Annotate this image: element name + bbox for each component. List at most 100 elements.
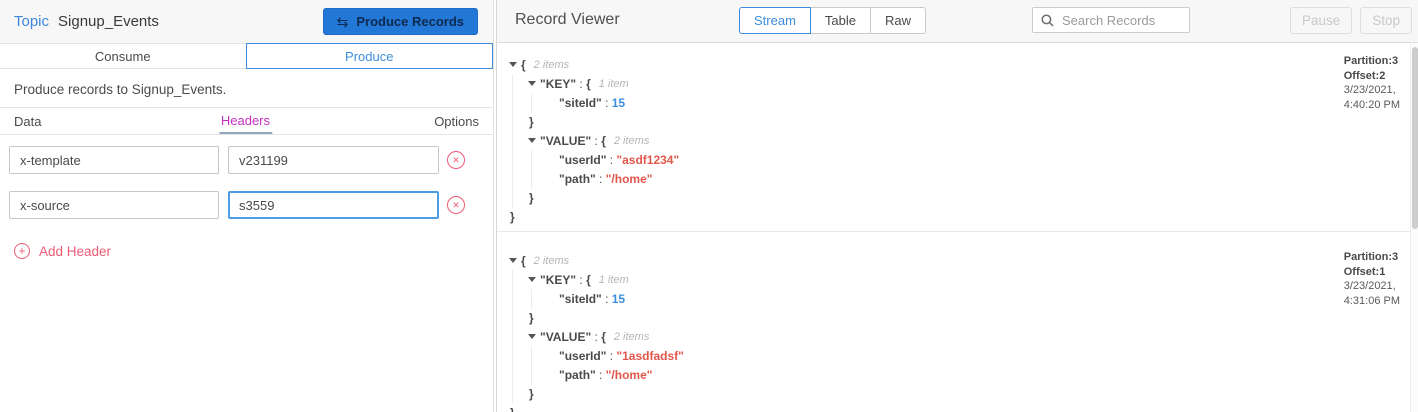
collapse-caret-icon[interactable] — [528, 277, 536, 282]
subtab-data[interactable]: Data — [14, 113, 42, 129]
record-date: 3/23/2021, — [1343, 84, 1396, 96]
add-header-button[interactable]: + Add Header — [14, 243, 493, 259]
record-viewer-panel: Record Viewer Stream Table Raw Pause Sto… — [496, 0, 1418, 412]
record: {2 items"KEY" : {1 item"siteId" : 15}"VA… — [497, 232, 1418, 412]
open-brace: { — [601, 329, 606, 344]
close-brace: } — [529, 190, 534, 205]
item-count: 1 item — [598, 273, 629, 286]
json-line: } — [528, 384, 1298, 403]
subtab-options[interactable]: Options — [434, 113, 479, 129]
subtab-headers[interactable]: Headers — [218, 108, 273, 134]
tab-table[interactable]: Table — [809, 7, 871, 34]
json-number-value: 15 — [611, 95, 626, 110]
header-row: ✕ — [9, 146, 484, 174]
item-count: 2 items — [533, 254, 570, 267]
offset-label: Offset: — [1343, 69, 1380, 82]
offset-value: 2 — [1379, 69, 1386, 82]
scrollbar-thumb[interactable] — [1412, 47, 1418, 229]
json-children: "userId" : "asdf1234""path" : "/home" — [531, 150, 1298, 188]
record-time: 4:31:06 PM — [1343, 294, 1400, 307]
record-partition: Partition:3 — [1344, 54, 1400, 69]
json-line: "path" : "/home" — [547, 365, 1298, 384]
records-stream: {2 items"KEY" : {1 item"siteId" : 15}"VA… — [497, 43, 1418, 412]
json-separator: : — [606, 152, 617, 167]
search-records-box[interactable] — [1032, 7, 1190, 33]
json-number-value: 15 — [611, 291, 626, 306]
json-children: "siteId" : 15 — [531, 93, 1298, 112]
produce-description: Produce records to Signup_Events. — [14, 82, 227, 97]
json-line: } — [528, 188, 1298, 207]
close-brace: } — [529, 386, 534, 401]
view-mode-tabs: Stream Table Raw — [739, 7, 926, 34]
tab-produce[interactable]: Produce — [245, 43, 493, 69]
collapse-caret-icon[interactable] — [528, 81, 536, 86]
header-row: ✕ — [9, 191, 484, 219]
tab-stream[interactable]: Stream — [739, 7, 811, 34]
item-count: 2 items — [533, 58, 570, 71]
add-header-label: Add Header — [39, 243, 112, 259]
json-string-value: "asdf1234" — [616, 152, 680, 167]
json-children: "KEY" : {1 item"siteId" : 15}"VALUE" : {… — [512, 270, 1298, 403]
json-line: "VALUE" : {2 items — [528, 131, 1298, 150]
json-key: "VALUE" — [540, 133, 592, 148]
produce-subtabs: Data Headers Options — [0, 107, 493, 135]
vertical-scrollbar[interactable] — [1410, 43, 1418, 412]
json-children: "siteId" : 15 — [531, 289, 1298, 308]
json-line: } — [528, 112, 1298, 131]
partition-label: Partition: — [1343, 55, 1393, 67]
json-key: "path" — [559, 367, 596, 382]
open-brace: { — [521, 57, 526, 72]
json-string-value: "/home" — [605, 367, 653, 382]
partition-value: 3 — [1392, 55, 1399, 67]
viewer-actions: Pause Stop — [1289, 7, 1412, 34]
tab-raw[interactable]: Raw — [869, 7, 926, 34]
offset-label: Offset: — [1343, 265, 1380, 278]
topic-panel: Topic Signup_Events ⇆ Produce Records Co… — [0, 0, 494, 412]
tab-consume[interactable]: Consume — [0, 43, 246, 69]
remove-header-icon[interactable]: ✕ — [447, 196, 465, 214]
collapse-caret-icon[interactable] — [509, 258, 517, 263]
json-key: "siteId" — [559, 95, 602, 110]
topic-header: Topic Signup_Events ⇆ Produce Records — [0, 0, 493, 43]
collapse-caret-icon[interactable] — [528, 334, 536, 339]
json-separator: : — [595, 367, 606, 382]
pause-button[interactable]: Pause — [1289, 7, 1353, 34]
records-container: {2 items"KEY" : {1 item"siteId" : 15}"VA… — [497, 43, 1418, 412]
record-offset: Offset:2 — [1344, 69, 1400, 84]
produce-records-button[interactable]: ⇆ Produce Records — [322, 8, 478, 35]
header-key-input[interactable] — [9, 146, 219, 174]
produce-arrows-icon: ⇆ — [336, 13, 349, 30]
close-brace: } — [510, 406, 515, 412]
topic-label[interactable]: Topic — [14, 13, 50, 30]
search-icon — [1041, 13, 1054, 27]
json-key: "userId" — [559, 348, 607, 363]
json-line: "KEY" : {1 item — [528, 74, 1298, 93]
json-separator: : — [591, 133, 602, 148]
json-string-value: "1asdfadsf" — [616, 348, 684, 363]
record-partition: Partition:3 — [1344, 250, 1400, 265]
item-count: 2 items — [613, 330, 650, 343]
item-count: 1 item — [598, 77, 629, 90]
remove-header-icon[interactable]: ✕ — [447, 151, 465, 169]
header-value-input[interactable] — [228, 146, 439, 174]
record-json-tree: {2 items"KEY" : {1 item"siteId" : 15}"VA… — [509, 55, 1298, 226]
json-separator: : — [595, 171, 606, 186]
close-brace: } — [529, 310, 534, 325]
offset-value: 1 — [1379, 265, 1386, 278]
json-separator: : — [591, 329, 602, 344]
record-offset: Offset:1 — [1344, 265, 1400, 280]
open-brace: { — [601, 133, 606, 148]
json-line: } — [528, 308, 1298, 327]
json-line: "siteId" : 15 — [547, 289, 1298, 308]
open-brace: { — [586, 272, 591, 287]
search-records-input[interactable] — [1060, 11, 1181, 29]
json-line: "siteId" : 15 — [547, 93, 1298, 112]
collapse-caret-icon[interactable] — [528, 138, 536, 143]
header-key-input[interactable] — [9, 191, 219, 219]
stop-button[interactable]: Stop — [1360, 7, 1412, 34]
header-value-input-focused[interactable] — [228, 191, 439, 219]
collapse-caret-icon[interactable] — [509, 62, 517, 67]
json-key: "KEY" — [540, 272, 577, 287]
record-time: 4:40:20 PM — [1343, 98, 1400, 111]
